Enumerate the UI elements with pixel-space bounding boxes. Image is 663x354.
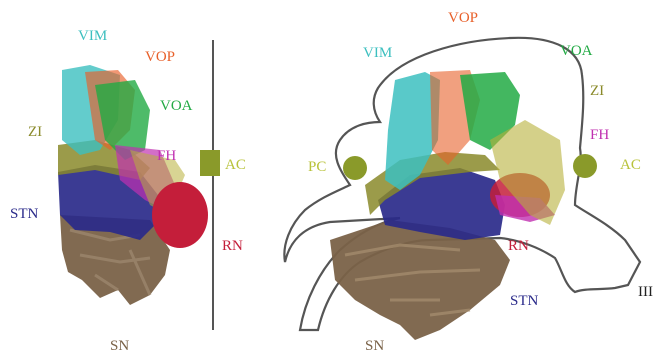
left-label-vop: VOP: [145, 49, 175, 65]
right-label-fh: FH: [590, 127, 609, 143]
left-label-stn: STN: [10, 206, 39, 222]
right-label-vop: VOP: [448, 10, 478, 26]
left-panel: VIM VOP VOA ZI FH AC STN RN SN: [10, 28, 246, 354]
left-label-voa: VOA: [160, 98, 193, 114]
right-label-ac: AC: [620, 157, 641, 173]
left-label-sn: SN: [110, 338, 129, 354]
right-label-zi: ZI: [590, 83, 604, 99]
left-label-ac: AC: [225, 157, 246, 173]
left-label-zi: ZI: [28, 124, 42, 140]
left-label-rn: RN: [222, 238, 243, 254]
right-panel: VOP VIM VOA ZI FH PC AC RN STN SN III: [284, 10, 653, 354]
right-label-rn: RN: [508, 238, 529, 254]
right-label-iii: III: [638, 284, 653, 300]
right-label-voa: VOA: [560, 43, 593, 59]
right-label-sn: SN: [365, 338, 384, 354]
left-rn-shape: [152, 182, 208, 248]
left-label-fh: FH: [157, 148, 176, 164]
left-ac-marker: [200, 150, 220, 176]
left-label-vim: VIM: [78, 28, 107, 44]
right-label-pc: PC: [308, 159, 326, 175]
right-label-stn: STN: [510, 293, 539, 309]
right-label-vim: VIM: [363, 45, 392, 61]
right-ac-marker: [573, 154, 597, 178]
right-pc-marker: [343, 156, 367, 180]
